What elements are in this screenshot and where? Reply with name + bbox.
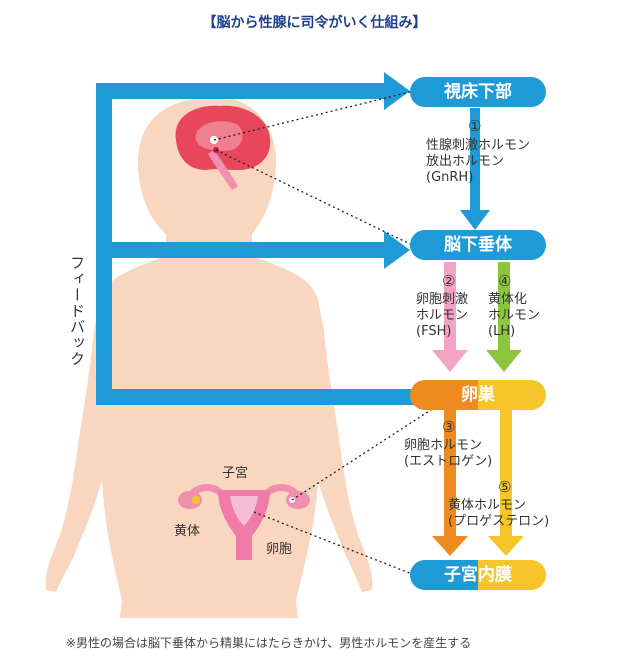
dotted-connectors [213,91,441,575]
step-1-number: ① [468,117,482,135]
lh-label-line-1: 黄体化 [488,292,528,307]
lh-label: 黄体化 ホルモン (LH) [488,292,540,340]
gnrh-label-line-1: 性腺刺激ホルモン [426,138,531,153]
feedback-middle-bar [112,242,386,258]
feedback-label: フィードバック [68,255,86,367]
estrogen-label-line-2: (エストロゲン) [404,454,493,469]
ovary-box: 卵巣 [410,380,546,410]
step-2-number: ② [442,272,456,290]
hypothalamus-box: 視床下部 [410,77,546,107]
step-4-number: ④ [498,272,512,290]
endometrium-box: 子宮内膜 [410,560,546,590]
fsh-label: 卵胞刺激 ホルモン (FSH) [416,292,468,340]
fsh-arrow-shaft [444,262,456,354]
fsh-label-line-1: 卵胞刺激 [416,292,469,307]
connector-hypothalamus [213,91,411,141]
feedback-top-bar [96,83,386,99]
lh-label-line-2: ホルモン [488,308,541,323]
progesterone-label: 黄体ホルモン (プロゲステロン) [448,498,549,530]
uterus-label: 子宮 [222,466,249,481]
uterus-illustration [178,484,310,560]
step-3-number: ③ [442,418,456,436]
estrogen-label-line-1: 卵胞ホルモン [404,438,483,453]
feedback-middle-arrowhead [384,231,410,269]
right-ovary-icon [286,491,310,509]
brainstem [208,150,238,190]
gnrh-label: 性腺刺激ホルモン 放出ホルモン (GnRH) [426,138,530,186]
brain-illustration [175,105,271,190]
gnrh-label-line-2: 放出ホルモン [426,154,505,169]
progesterone-arrow-shaft [500,410,512,540]
fsh-arrowhead [432,350,468,372]
gnrh-arrow-shaft [470,108,480,214]
corpus-luteum-marker [192,496,200,504]
fsh-label-line-2: ホルモン [416,308,469,323]
human-body-silhouette [45,97,373,618]
footnote: ※男性の場合は脳下垂体から精巣にはたらきかけ、男性ホルモンを産生する [66,636,472,650]
lh-arrow-shaft [498,262,510,354]
follicle-label: 卵胞 [266,542,293,557]
feedback-vertical-bar [96,83,112,405]
feedback-loop [96,72,414,405]
uterus-cavity [230,496,258,526]
estrogen-label: 卵胞ホルモン (エストロゲン) [404,438,492,470]
gnrh-label-line-3: (GnRH) [426,170,474,185]
lh-arrowhead [486,350,522,372]
connector-pituitary [215,149,411,245]
feedback-bottom-bar [96,389,414,405]
lh-label-line-3: (LH) [488,324,516,339]
estrogen-arrow-shaft [444,410,456,540]
corpus-luteum-label: 黄体 [174,524,201,539]
connector-endometrium [253,511,413,575]
feedback-top-arrowhead [384,72,410,110]
body-outline [45,97,373,618]
progesterone-label-line-1: 黄体ホルモン [448,498,527,513]
diagram-title: 【脳から性腺に司令がいく仕組み】 [202,15,427,31]
hormone-arrows [432,108,524,556]
brain-inner [195,121,243,151]
step-5-number: ⑤ [498,478,512,496]
left-ovary-icon [178,491,202,509]
estrogen-arrowhead [432,536,468,556]
progesterone-label-line-2: (プロゲステロン) [448,514,550,529]
progesterone-arrowhead [488,536,524,556]
fsh-label-line-3: (FSH) [416,324,452,339]
gnrh-arrowhead [460,210,490,230]
pituitary-box: 脳下垂体 [410,230,546,260]
